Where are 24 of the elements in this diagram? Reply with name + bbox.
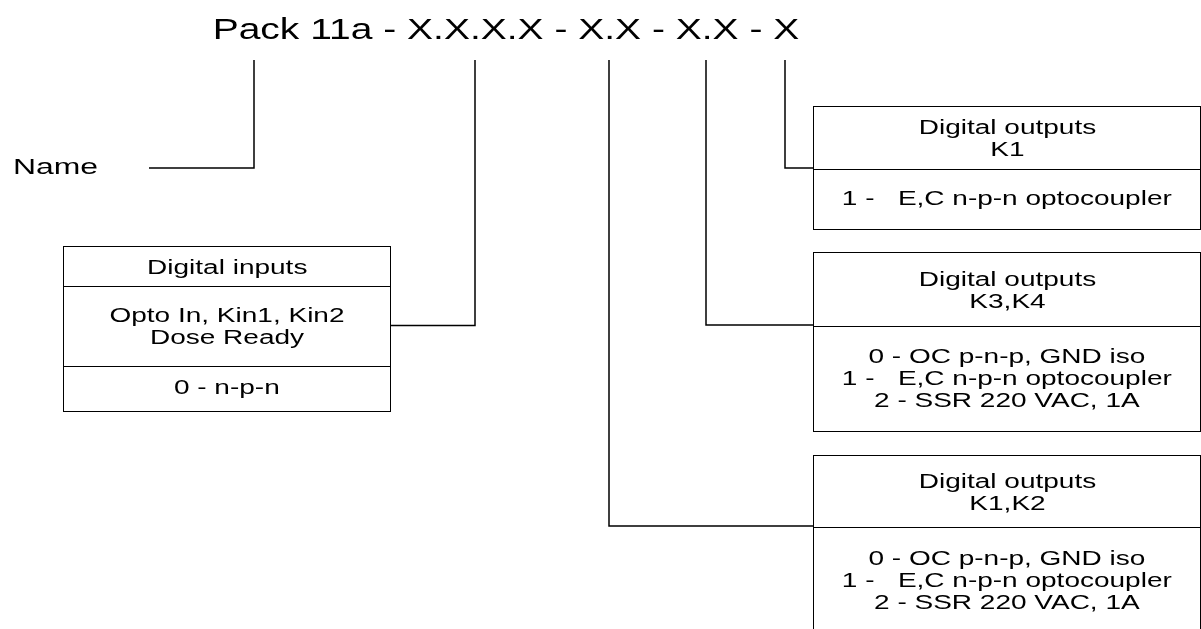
option-text: 0 - OC p-n-p, GND iso <box>868 344 1146 367</box>
leader-line <box>705 59 814 326</box>
option-text: 0 - n-p-n <box>174 375 280 398</box>
table-heading: Digital outputs K3,K4 <box>917 267 1097 312</box>
option-table <box>813 455 1201 629</box>
table-heading: Digital outputs K1 <box>917 116 1097 160</box>
leader-line <box>390 59 476 327</box>
table-heading: Digital outputs K1,K2 <box>917 469 1097 514</box>
leader-line <box>148 59 255 169</box>
leader-line <box>608 59 814 527</box>
option-text: 1 - E,C n-p-n optocoupler <box>842 568 1172 591</box>
name-label: Name <box>13 153 99 181</box>
option-text: 2 - SSR 220 VAC, 1A <box>874 590 1140 613</box>
code-text: Pack 11a - X.X.X.X - X.X - X.X - X <box>204 12 808 60</box>
option-text: 1 - E,C n-p-n optocoupler <box>842 366 1172 389</box>
option-table <box>813 252 1201 432</box>
option-table <box>63 246 391 412</box>
option-text: 0 - OC p-n-p, GND iso <box>868 546 1146 569</box>
option-text: 2 - SSR 220 VAC, 1A <box>874 388 1140 411</box>
leader-line <box>784 59 814 169</box>
option-text: Opto In, Kin1, Kin2 Dose Ready <box>108 304 346 349</box>
table-heading: Digital inputs <box>146 255 308 278</box>
option-table <box>813 106 1201 230</box>
option-text: 1 - E,C n-p-n optocoupler <box>842 187 1172 210</box>
